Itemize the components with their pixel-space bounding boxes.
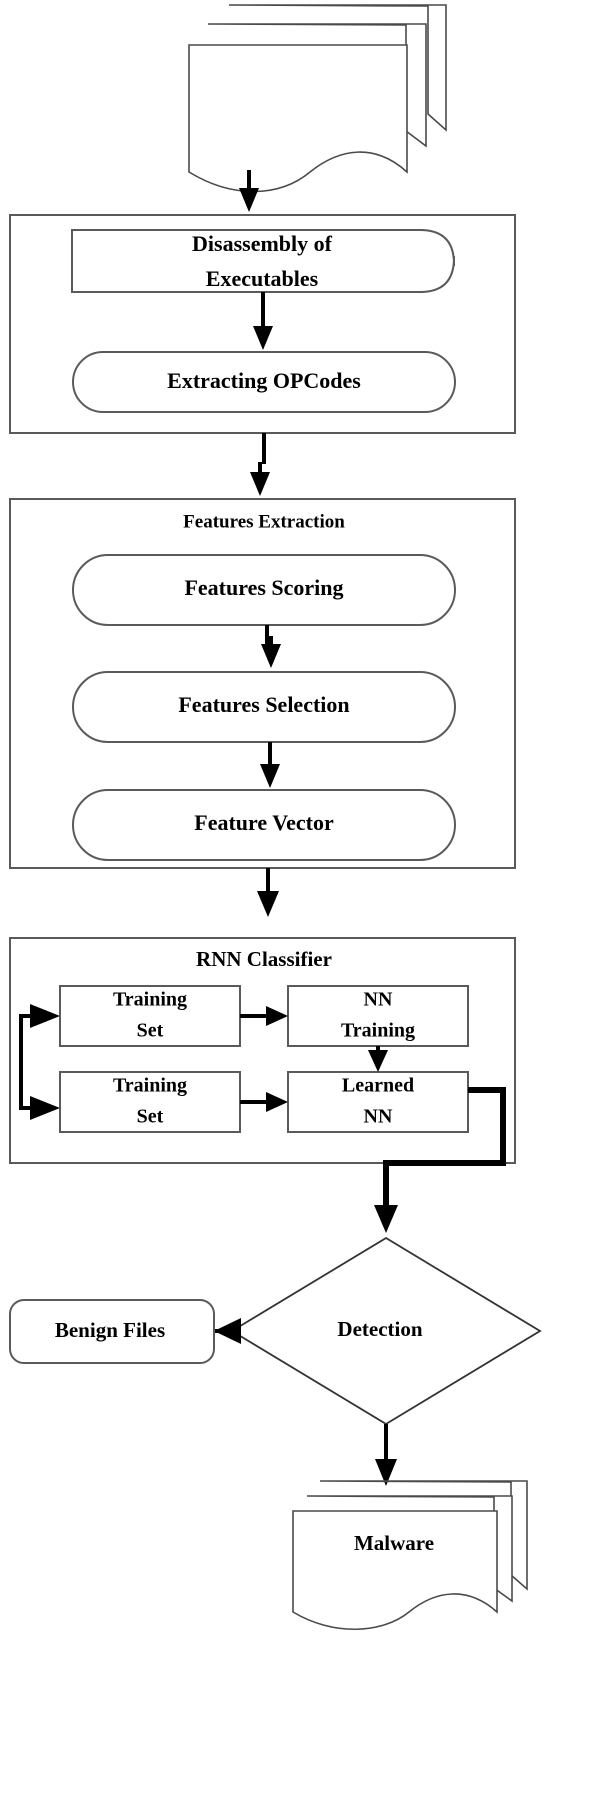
stacked-documents-icon-sheet-middle xyxy=(207,23,427,148)
step-disassembly-of-executables-label-line1: Disassembly of xyxy=(192,231,333,256)
step-training-set-bottom[interactable] xyxy=(59,1071,241,1133)
step-features-scoring[interactable] xyxy=(72,554,456,626)
decision-detection-label: Detection xyxy=(337,1317,422,1341)
step-features-selection[interactable] xyxy=(72,671,456,743)
step-learned-nn[interactable] xyxy=(287,1071,469,1133)
step-training-set-top-label-line1: Training xyxy=(113,989,187,1011)
connector-documents-to-stage-one xyxy=(239,170,259,212)
connector-learned-nn-to-detection xyxy=(374,1087,506,1233)
connector-selection-to-feature-vector xyxy=(260,742,280,788)
connector-nn-training-to-learned-nn xyxy=(368,1046,388,1072)
connector-disassembly-to-opcodes xyxy=(253,292,273,350)
step-nn-training[interactable] xyxy=(287,985,469,1047)
connector-feedback-bracket xyxy=(19,1004,60,1120)
outcome-malware-group[interactable]: Malware xyxy=(292,1480,528,1631)
step-learned-nn-label-line1: Learned xyxy=(342,1075,414,1097)
stage-two-container-label: Features Extraction xyxy=(183,511,345,532)
step-feature-vector-label: Feature Vector xyxy=(194,810,334,835)
connector-scoring-to-selection xyxy=(261,625,281,668)
step-extracting-opcodes-label: Extracting OPCodes xyxy=(167,368,361,393)
step-nn-training-label-line2: Training xyxy=(341,1020,415,1042)
connector-training-set-bottom-to-learned-nn xyxy=(240,1092,288,1112)
connector-training-set-top-to-nn-training xyxy=(240,1006,288,1026)
stacked-documents-icon-sheet-front xyxy=(188,44,408,193)
connector-detection-to-malware xyxy=(375,1424,397,1486)
step-features-scoring-label: Features Scoring xyxy=(184,575,343,600)
step-training-set-top-label-line2: Set xyxy=(137,1020,164,1042)
stacked-documents-icon-sheet-back xyxy=(228,4,447,132)
stage-three-container-label: RNN Classifier xyxy=(196,947,332,971)
step-extracting-opcodes[interactable] xyxy=(72,351,456,413)
step-training-set-bottom-label-line2: Set xyxy=(137,1106,164,1128)
malware-sheet-back xyxy=(319,1480,528,1591)
step-training-set-bottom-label-line1: Training xyxy=(113,1075,187,1097)
step-features-selection-label: Features Selection xyxy=(178,692,349,717)
outcome-benign-files[interactable] xyxy=(9,1299,215,1364)
step-training-set-top[interactable] xyxy=(59,985,241,1047)
connector-detection-to-benign xyxy=(214,1318,241,1344)
malware-sheet-front xyxy=(292,1510,498,1631)
connector-stage-two-to-stage-three xyxy=(257,868,279,917)
step-nn-training-label-line1: NN xyxy=(364,989,393,1011)
step-learned-nn-label-line2: NN xyxy=(364,1106,393,1128)
malware-sheet-middle xyxy=(306,1495,513,1603)
outcome-malware-label: Malware xyxy=(354,1531,434,1555)
outcome-benign-files-label: Benign Files xyxy=(55,1318,165,1342)
connector-stage-one-to-stage-two xyxy=(250,433,270,496)
input-documents-group xyxy=(188,4,447,193)
step-feature-vector[interactable] xyxy=(72,789,456,861)
step-disassembly-of-executables-label-line2: Executables xyxy=(206,266,319,291)
step-disassembly-of-executables-outline xyxy=(71,229,455,293)
